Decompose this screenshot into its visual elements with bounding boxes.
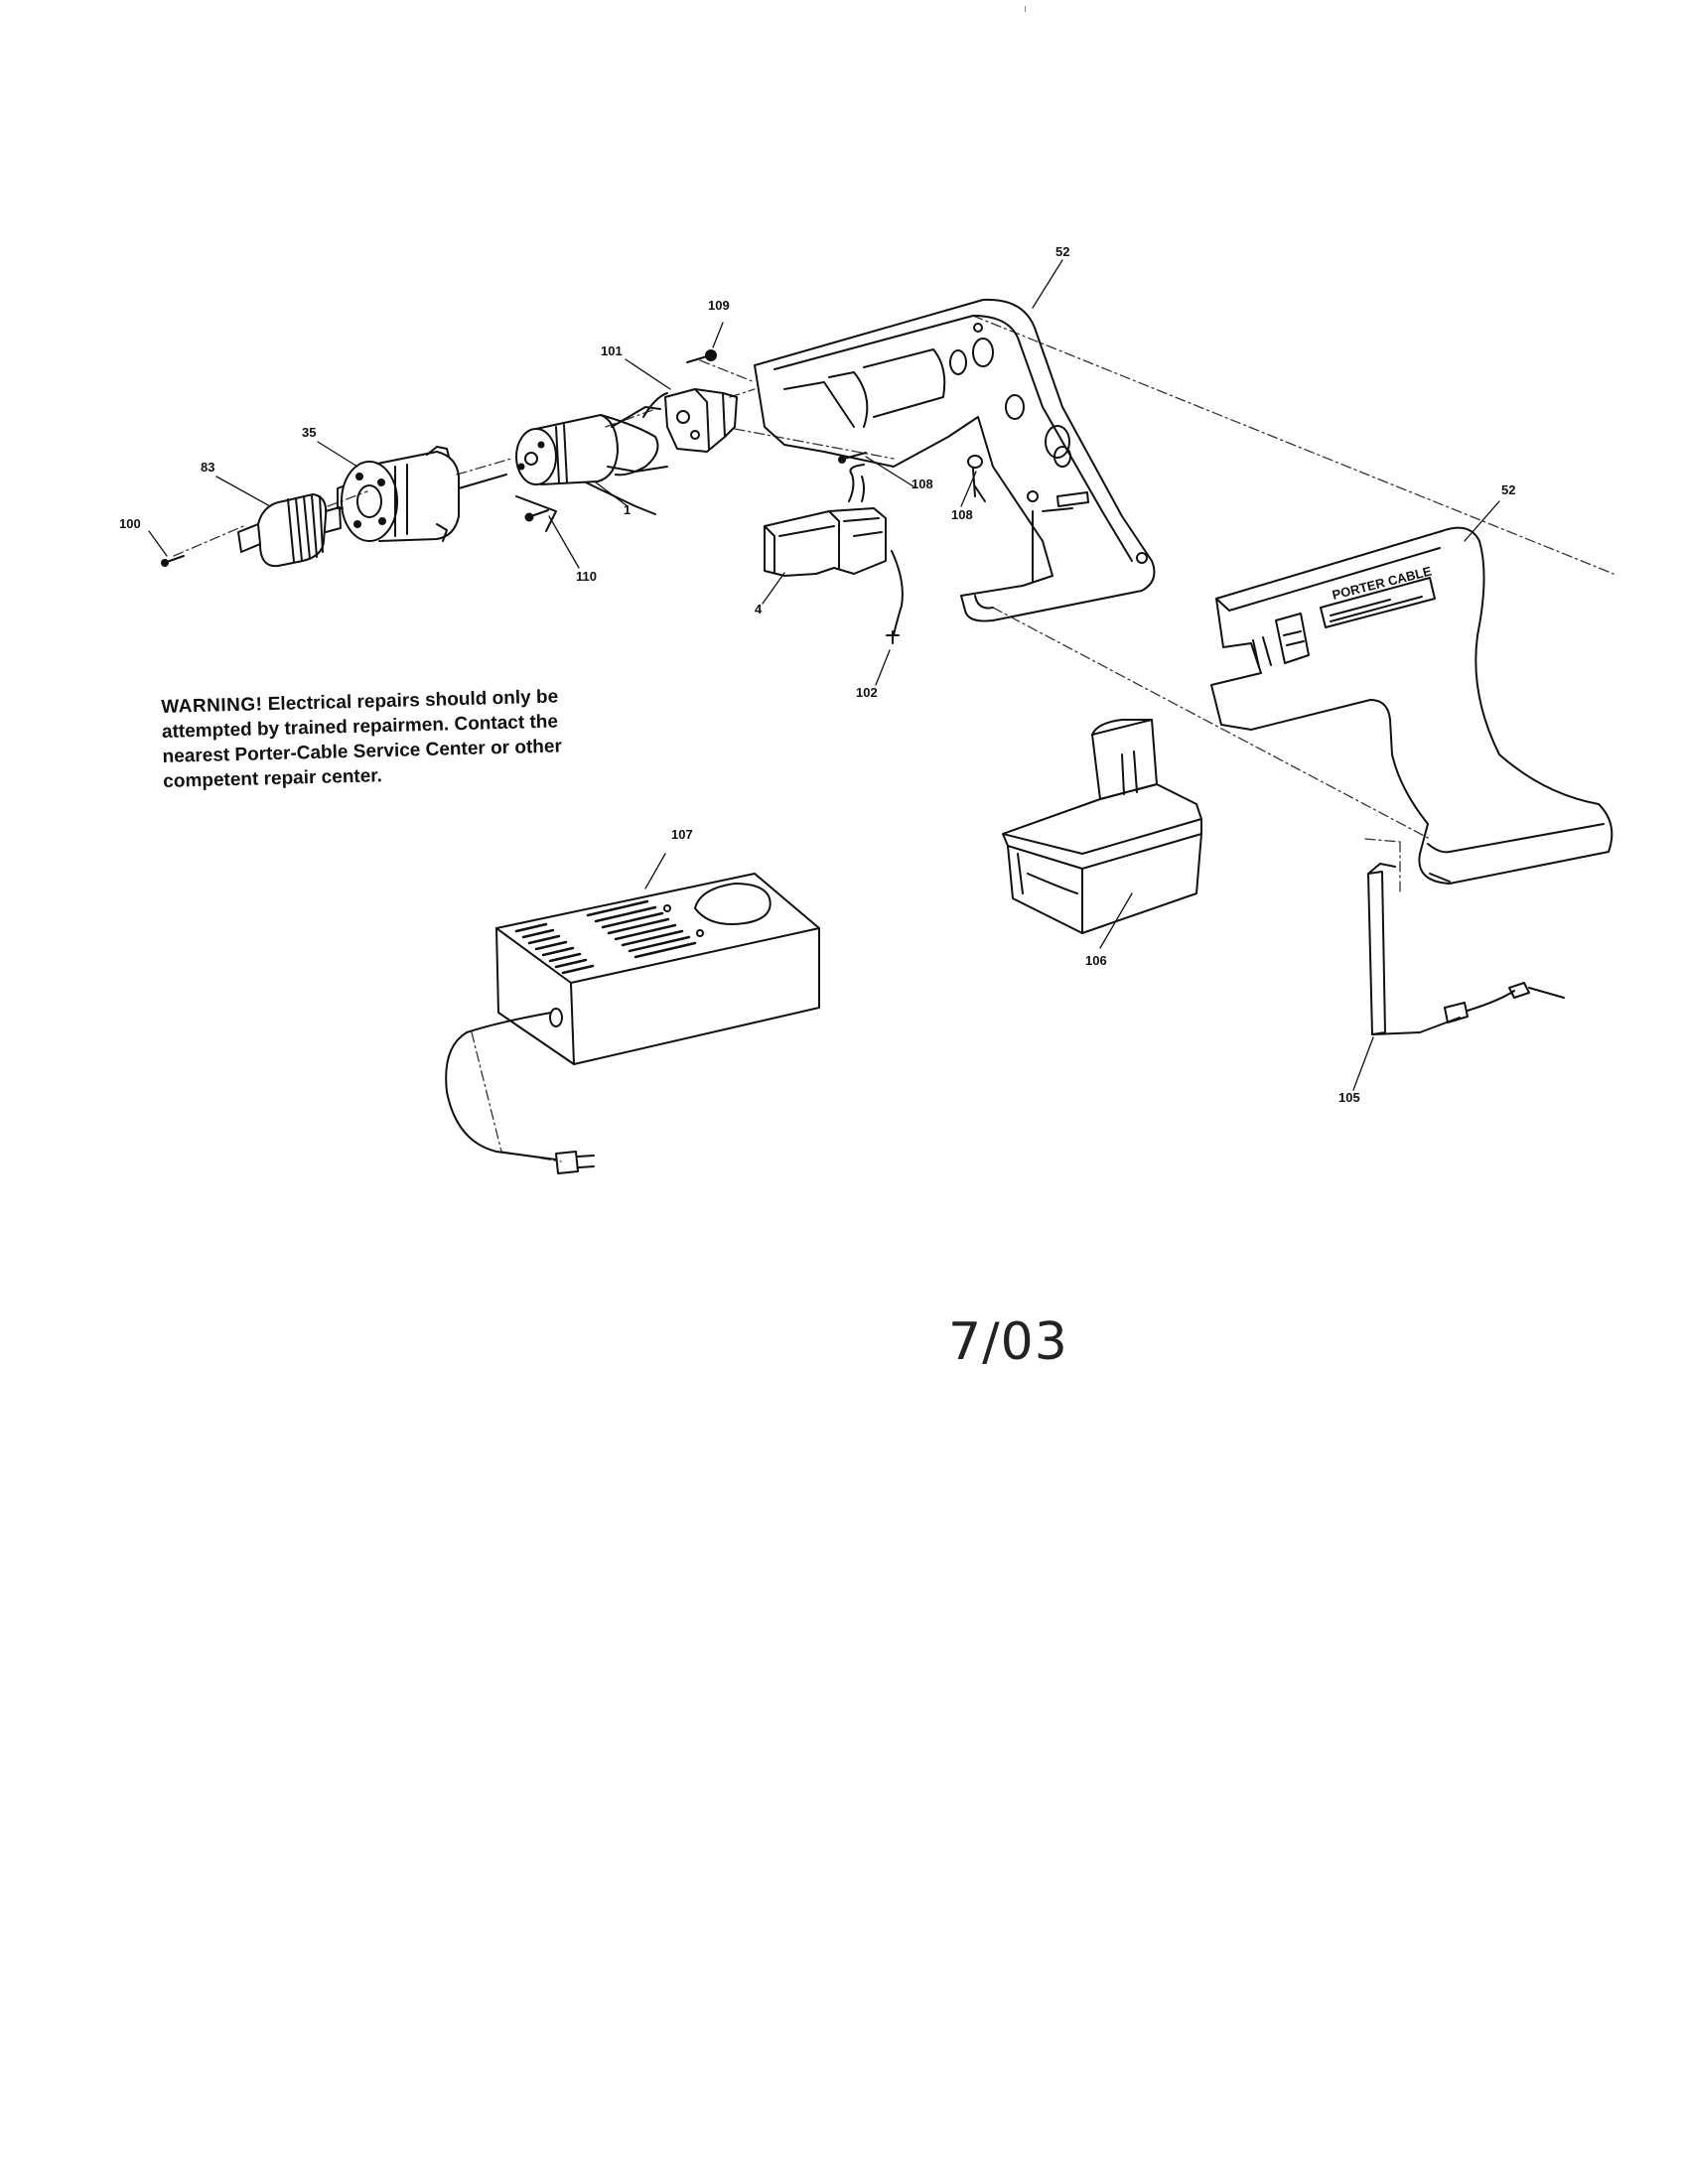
chuck-83-drawing [237, 493, 342, 568]
housing-half-right-52-drawing [1210, 526, 1614, 885]
screw-110-drawing [515, 495, 557, 532]
label-52-right: 52 [1501, 482, 1515, 497]
motor-1-drawing [515, 392, 668, 515]
label-107: 107 [671, 827, 693, 842]
label-52-left: 52 [1055, 244, 1069, 259]
switch-4-drawing [764, 464, 887, 577]
label-100: 100 [119, 516, 141, 531]
label-105: 105 [1338, 1090, 1360, 1105]
label-1: 1 [624, 502, 631, 517]
revision-date: 7/03 [948, 1312, 1068, 1372]
wire-lead-102-drawing [886, 550, 904, 644]
charger-107-drawing [445, 873, 820, 1174]
part-labels: 100 83 35 110 1 101 109 108 108 4 102 52… [119, 244, 1515, 1105]
screw-108-drawings [838, 452, 986, 502]
label-108-b: 108 [951, 507, 973, 522]
label-109: 109 [708, 298, 730, 313]
battery-terminal-105-drawing [1367, 863, 1565, 1035]
housing-half-left-52-drawing [754, 298, 1156, 622]
leader-lines [148, 259, 1500, 1091]
screw-100-drawing [161, 555, 185, 567]
motor-bracket-101-drawing [664, 388, 738, 453]
label-110: 110 [576, 569, 597, 584]
label-4: 4 [755, 602, 763, 616]
label-101: 101 [601, 343, 623, 358]
warning-heading: WARNING! [161, 694, 263, 718]
battery-pack-106-drawing [1002, 719, 1202, 934]
nameplate-text: PORTER CABLE [1331, 563, 1433, 602]
label-108-a: 108 [912, 477, 933, 491]
label-102: 102 [856, 685, 878, 700]
label-106: 106 [1085, 953, 1107, 968]
gearbox-35-drawing [337, 446, 507, 542]
screw-109-drawing [686, 349, 717, 363]
label-83: 83 [201, 460, 214, 475]
label-35: 35 [302, 425, 316, 440]
warning-note: WARNING! Electrical repairs should only … [161, 683, 620, 794]
scan-mark [1025, 6, 1026, 12]
